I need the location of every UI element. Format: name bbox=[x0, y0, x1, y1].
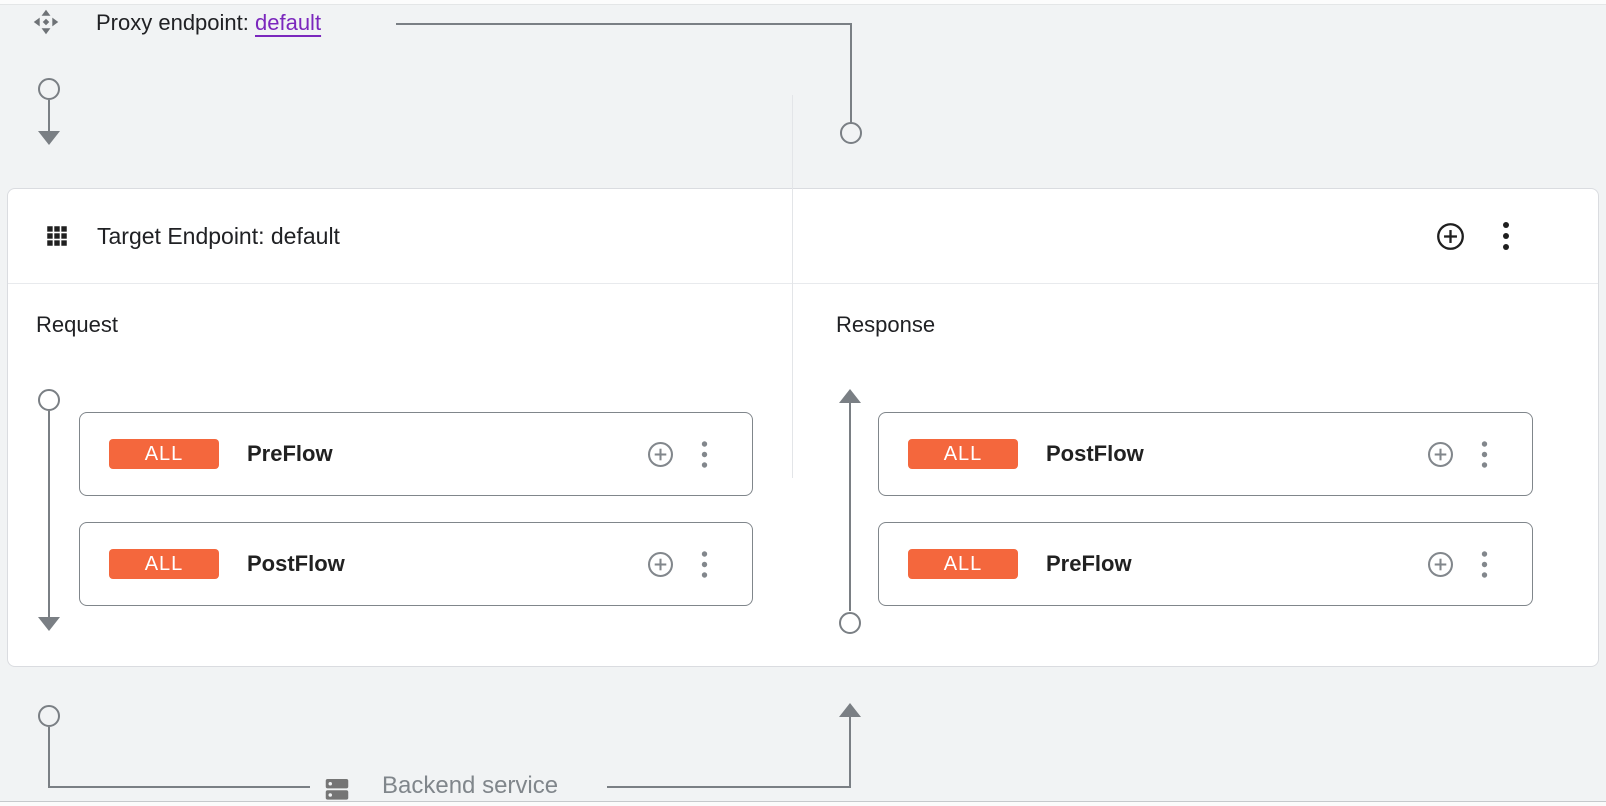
kebab-menu-icon bbox=[1479, 549, 1490, 580]
kebab-menu-icon bbox=[699, 439, 710, 470]
flow-more-options-button[interactable] bbox=[699, 549, 710, 580]
condition-badge: ALL bbox=[908, 549, 1018, 579]
flow-more-options-button[interactable] bbox=[1479, 549, 1490, 580]
request-inflow-start-node bbox=[38, 78, 60, 100]
apps-grid-icon bbox=[44, 223, 70, 249]
more-options-button[interactable] bbox=[1500, 219, 1512, 253]
kebab-menu-icon bbox=[699, 549, 710, 580]
connector-proxy-end-node bbox=[840, 122, 862, 144]
request-rail-start-node bbox=[38, 389, 60, 411]
request-inflow-arrow-icon bbox=[38, 131, 60, 145]
flow-name: PostFlow bbox=[1046, 441, 1144, 466]
kebab-menu-icon bbox=[1500, 219, 1512, 253]
panel-divider bbox=[792, 95, 793, 478]
request-rail-arrow-icon bbox=[38, 617, 60, 631]
backend-out-start-node bbox=[38, 705, 60, 727]
flow-more-options-button[interactable] bbox=[1479, 439, 1490, 470]
add-policy-button[interactable] bbox=[646, 550, 675, 579]
backend-service-icon bbox=[322, 774, 352, 804]
top-edge-strip bbox=[0, 0, 1606, 5]
backend-service-label: Backend service bbox=[382, 772, 559, 799]
condition-badge: ALL bbox=[109, 439, 219, 469]
request-postflow-row[interactable]: ALL PostFlow bbox=[79, 522, 753, 606]
proxy-endpoint-label: Proxy endpoint: default bbox=[96, 10, 321, 36]
flow-actions bbox=[1426, 549, 1490, 580]
proxy-endpoint-link[interactable]: default bbox=[255, 10, 322, 35]
flow-more-options-button[interactable] bbox=[699, 439, 710, 470]
request-preflow-row[interactable]: ALL PreFlow bbox=[79, 412, 753, 496]
backend-in-horizontal-line bbox=[607, 786, 851, 788]
flow-name: PreFlow bbox=[247, 441, 333, 466]
backend-in-vertical-line bbox=[849, 717, 851, 787]
response-preflow-row[interactable]: ALL PreFlow bbox=[878, 522, 1533, 606]
flow-actions bbox=[646, 439, 710, 470]
response-rail-line bbox=[849, 403, 851, 611]
connector-proxy-vertical-line bbox=[850, 23, 852, 123]
backend-out-horizontal-line bbox=[48, 786, 310, 788]
connector-proxy-horizontal-line bbox=[396, 23, 851, 25]
plus-circle-icon bbox=[646, 440, 675, 469]
plus-circle-icon bbox=[1435, 221, 1466, 252]
proxy-endpoint-icon bbox=[32, 8, 60, 36]
add-flow-button[interactable] bbox=[1435, 221, 1466, 252]
plus-circle-icon bbox=[646, 550, 675, 579]
plus-circle-icon bbox=[1426, 550, 1455, 579]
kebab-menu-icon bbox=[1479, 439, 1490, 470]
response-rail-arrow-icon bbox=[839, 389, 861, 403]
target-endpoint-header: Target Endpoint: default bbox=[8, 189, 1598, 284]
plus-circle-icon bbox=[1426, 440, 1455, 469]
proxy-endpoint-text: Proxy endpoint: bbox=[96, 10, 249, 35]
condition-badge: ALL bbox=[908, 439, 1018, 469]
add-policy-button[interactable] bbox=[1426, 550, 1455, 579]
backend-out-vertical-line bbox=[48, 727, 50, 787]
flow-name: PreFlow bbox=[1046, 551, 1132, 576]
condition-badge: ALL bbox=[109, 549, 219, 579]
backend-in-arrow-icon bbox=[839, 703, 861, 717]
response-panel-label: Response bbox=[836, 312, 936, 337]
flow-actions bbox=[1426, 439, 1490, 470]
request-rail-line bbox=[48, 411, 50, 617]
add-policy-button[interactable] bbox=[1426, 440, 1455, 469]
response-rail-start-node bbox=[839, 612, 861, 634]
response-postflow-row[interactable]: ALL PostFlow bbox=[878, 412, 1533, 496]
flow-name: PostFlow bbox=[247, 551, 345, 576]
target-endpoint-title: Target Endpoint: default bbox=[97, 222, 340, 249]
target-endpoint-actions bbox=[1435, 219, 1512, 253]
add-policy-button[interactable] bbox=[646, 440, 675, 469]
request-inflow-line bbox=[48, 100, 50, 131]
request-panel-label: Request bbox=[36, 312, 118, 337]
flow-actions bbox=[646, 549, 710, 580]
bottom-edge-strip bbox=[0, 801, 1606, 806]
